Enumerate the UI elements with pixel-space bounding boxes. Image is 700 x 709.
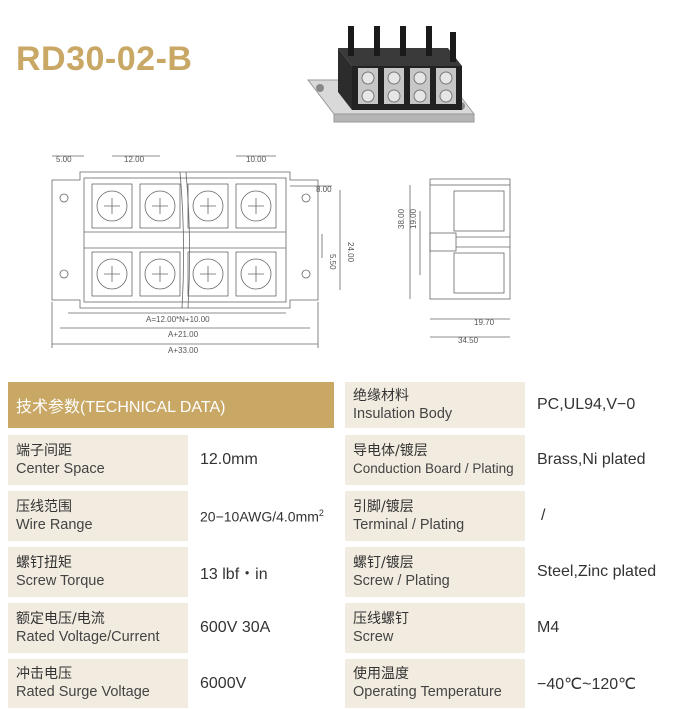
value-rated-voltage: 600V 30A	[194, 603, 334, 653]
dim-a-plus-33: A+33.00	[168, 346, 199, 355]
value-screw-plating: Steel,Zinc plated	[531, 547, 692, 597]
table-header: 技术参数(TECHNICAL DATA)	[8, 382, 334, 428]
value-conduction-board: Brass,Ni plated	[531, 435, 692, 485]
dim-38: 38.00	[397, 208, 406, 229]
model-title: RD30-02-B	[16, 40, 193, 78]
dim-5-5: 5.50	[328, 254, 337, 270]
value-surge-voltage: 6000V	[194, 659, 334, 708]
dim-8: 8.00	[316, 185, 332, 194]
value-insulation-body: PC,UL94,V−0	[531, 382, 692, 428]
dim-10: 10.00	[246, 155, 267, 164]
dim-19: 19.00	[409, 208, 418, 229]
value-terminal-plating: /	[531, 491, 692, 541]
dim-34-5: 34.50	[458, 336, 479, 345]
value-screw: M4	[531, 603, 692, 653]
front-view-drawing: 5.00 12.00 10.00 8.00 24.00 5.50 A=12.00…	[51, 155, 355, 355]
dim-24: 24.00	[346, 242, 355, 263]
dim-19-7: 19.70	[474, 318, 495, 327]
dim-a: A=12.00*N+10.00	[146, 315, 210, 324]
value-screw-torque: 13 lbf・in	[194, 547, 334, 597]
side-view-drawing: 38.00 19.00 19.70 34.50	[397, 178, 511, 345]
value-operating-temperature: −40℃~120℃	[531, 659, 692, 708]
dim-a-plus-21: A+21.00	[168, 330, 199, 339]
value-wire-range: 20−10AWG/4.0mm2	[194, 491, 334, 541]
dim-12: 12.00	[124, 155, 145, 164]
dim-5: 5.00	[56, 155, 72, 164]
product-photo	[306, 26, 476, 123]
value-center-space: 12.0mm	[194, 435, 334, 485]
